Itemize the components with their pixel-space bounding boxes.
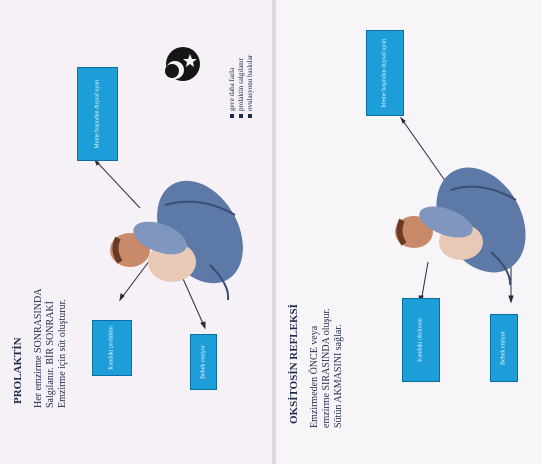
oxytocin-line-1: Emzirmeden ÖNCE veya [309, 308, 321, 428]
prolactin-line-2: Salgılanır. BİR SONRAKİ [45, 289, 57, 408]
sensory-stimulus-label: Meme başından duysal uyarı [382, 38, 389, 107]
blood-prolactin-label: Kandaki prolaktin [109, 326, 116, 370]
bullet-square-icon [248, 114, 252, 118]
mother-nursing-baby-illustration [110, 165, 260, 300]
sensory-stimulus-box: Meme başından duysal uyarı [366, 30, 404, 116]
prolactin-title: PROLAKTİN [12, 337, 24, 404]
blood-oxytocin-box: Kandaki oksitosin [402, 298, 440, 382]
baby-sucking-box: Bebek emiyor [190, 334, 217, 390]
baby-sucking-label: Bebek emiyor [200, 345, 207, 379]
bullet-square-icon [239, 114, 243, 118]
moon-stars-icon [165, 47, 200, 81]
blood-oxytocin-label: Kandaki oksitosin [418, 318, 425, 362]
sensory-stimulus-label: Meme başından duysal uyarı [94, 79, 101, 148]
prolactin-notes: gece daha fazla prolaktin salgılanır ovu… [228, 55, 255, 118]
blood-prolactin-box: Kandaki prolaktin [92, 320, 132, 376]
note-item-3: ovulasyonu baskılar [246, 55, 255, 118]
oxytocin-line-3: Sütün AKMASINI sağlar. [333, 308, 345, 428]
prolactin-line-1: Her emzirme SONRASINDA [33, 289, 45, 408]
oxytocin-title: OKSİTOSİN REFLEKSİ [288, 304, 300, 424]
sensory-stimulus-box: Meme başından duysal uyarı [77, 67, 118, 161]
oxytocin-line-2: emzirme SIRASINDA oluşur. [321, 308, 333, 428]
note-item-1: gece daha fazla [228, 55, 237, 118]
prolactin-line-3: Emzirme için süt oluşturur. [57, 289, 69, 408]
mother-nursing-baby-illustration [395, 152, 542, 289]
oxytocin-paragraph: Emzirmeden ÖNCE veya emzirme SIRASINDA o… [309, 308, 345, 428]
prolactin-panel: PROLAKTİN Her emzirme SONRASINDA Salgıla… [0, 0, 272, 464]
note-item-2: prolaktin salgılanır [237, 55, 246, 118]
baby-sucking-box: Bebek emiyor [490, 314, 518, 382]
oxytocin-panel: OKSİTOSİN REFLEKSİ Emzirmeden ÖNCE veya … [276, 0, 542, 464]
bullet-square-icon [230, 114, 234, 118]
baby-sucking-label: Bebek emiyor [501, 331, 508, 365]
prolactin-paragraph: Her emzirme SONRASINDA Salgılanır. BİR S… [33, 289, 69, 408]
